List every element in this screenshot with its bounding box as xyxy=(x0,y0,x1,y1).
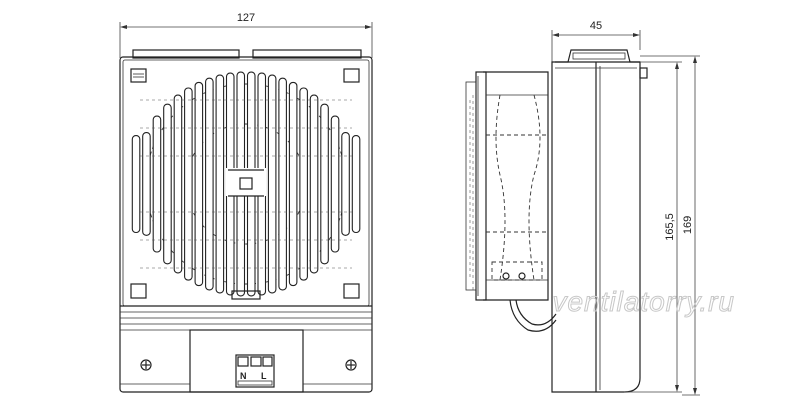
depth-dimension-label: 45 xyxy=(590,20,602,32)
grill-fin xyxy=(320,103,329,265)
height-dimension-inner: 165,5 xyxy=(624,61,682,393)
terminal-block: N L xyxy=(235,354,275,388)
grill-fin xyxy=(288,81,298,287)
grill-fin xyxy=(131,135,141,234)
grill-fin xyxy=(205,77,214,291)
grill-fin xyxy=(267,74,277,294)
height-dimension-outer: 169 xyxy=(640,55,700,396)
terminal-n-label: N xyxy=(240,371,247,381)
screw-left xyxy=(140,359,152,371)
grill-fin xyxy=(330,115,340,253)
depth-dimension: 45 xyxy=(551,20,641,62)
grill-fin xyxy=(341,132,350,236)
grill-fin xyxy=(194,81,204,287)
screw-right xyxy=(345,359,357,371)
height-dimension-outer-label: 169 xyxy=(682,216,694,234)
width-dimension: 127 xyxy=(119,12,373,58)
fan-grill xyxy=(131,71,361,297)
grill-fin xyxy=(215,74,225,294)
grill-fin xyxy=(278,77,287,291)
side-view: 45 xyxy=(465,20,700,396)
width-dimension-label: 127 xyxy=(237,12,255,24)
watermark: ventilatorry.ru xyxy=(552,286,735,317)
terminal-l-label: L xyxy=(261,371,267,381)
grill-fin xyxy=(184,87,193,281)
grill-fin xyxy=(351,135,361,234)
grill-fin xyxy=(299,87,308,281)
grill-fin xyxy=(163,103,172,265)
front-view: 127 xyxy=(119,12,373,393)
height-dimension-inner-label: 165,5 xyxy=(664,213,676,241)
grill-fin xyxy=(152,115,162,253)
grill-fin xyxy=(173,94,183,274)
grill-fin xyxy=(309,94,319,274)
grill-fin xyxy=(142,132,151,236)
